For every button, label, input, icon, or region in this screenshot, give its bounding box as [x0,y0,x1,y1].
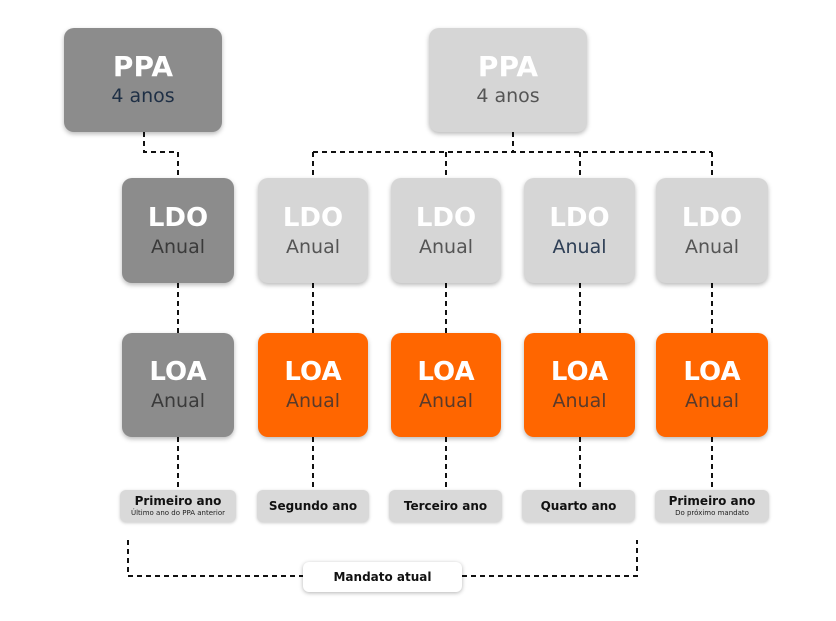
loa-box-year-3: LOA Anual [391,333,501,437]
ldo-box-year-3: LDO Anual [391,178,501,283]
ppa-subtitle: 4 anos [476,85,540,107]
ppa-box-previous: PPA 4 anos [64,28,222,132]
year-label-5: Primeiro ano Do próximo mandato [655,490,769,522]
loa-title: LOA [149,357,207,387]
loa-title: LOA [550,357,609,387]
ldo-subtitle: Anual [418,235,473,258]
ldo-title: LDO [549,202,610,233]
year-label-previous: Primeiro ano Último ano do PPA anterior [120,490,236,522]
ldo-title: LDO [681,202,743,233]
ppa-title: PPA [477,50,539,83]
loa-title: LOA [683,357,741,387]
loa-subtitle: Anual [552,390,607,412]
mandate-label: Mandato atual [303,562,462,592]
loa-subtitle: Anual [150,390,205,412]
loa-title: LOA [284,357,342,387]
loa-box-year-2: LOA Anual [258,333,368,437]
year-label-3: Terceiro ano [389,490,502,522]
ppa-subtitle: 4 anos [111,85,175,107]
ldo-subtitle: Anual [684,235,739,258]
ldo-title: LDO [147,202,209,233]
loa-title: LOA [417,357,475,387]
year-label-4: Quarto ano [522,490,635,522]
year-label-2: Segundo ano [257,490,369,522]
year-label-title: Terceiro ano [403,498,488,513]
ldo-subtitle: Anual [285,235,340,258]
year-label-subtitle: Último ano do PPA anterior [130,509,226,517]
ldo-title: LDO [415,202,477,233]
year-label-subtitle: Do próximo mandato [675,509,749,517]
mandate-bracket-right [462,540,638,577]
ldo-title: LDO [282,202,344,233]
loa-subtitle: Anual [285,390,340,412]
ldo-subtitle: Anual [150,235,205,258]
ldo-box-year-2: LDO Anual [258,178,368,283]
ppa-box-current: PPA 4 anos [429,28,587,132]
year-label-title: Primeiro ano [668,494,756,508]
loa-subtitle: Anual [418,390,473,412]
year-label-title: Segundo ano [268,498,358,513]
mandate-bracket-left [127,540,303,577]
ldo-box-year-4: LDO Anual [524,178,635,283]
connector-ppa-to-ldo-prev [143,132,179,178]
loa-box-year-5: LOA Anual [656,333,768,437]
ldo-box-previous: LDO Anual [122,178,234,283]
loa-box-previous: LOA Anual [122,333,234,437]
ldo-box-year-5: LDO Anual [656,178,768,283]
ppa-title: PPA [112,50,174,83]
loa-subtitle: Anual [684,390,739,412]
year-label-title: Primeiro ano [134,494,222,508]
ldo-subtitle: Anual [552,235,607,258]
year-label-title: Quarto ano [540,498,617,513]
loa-box-year-4: LOA Anual [524,333,635,437]
